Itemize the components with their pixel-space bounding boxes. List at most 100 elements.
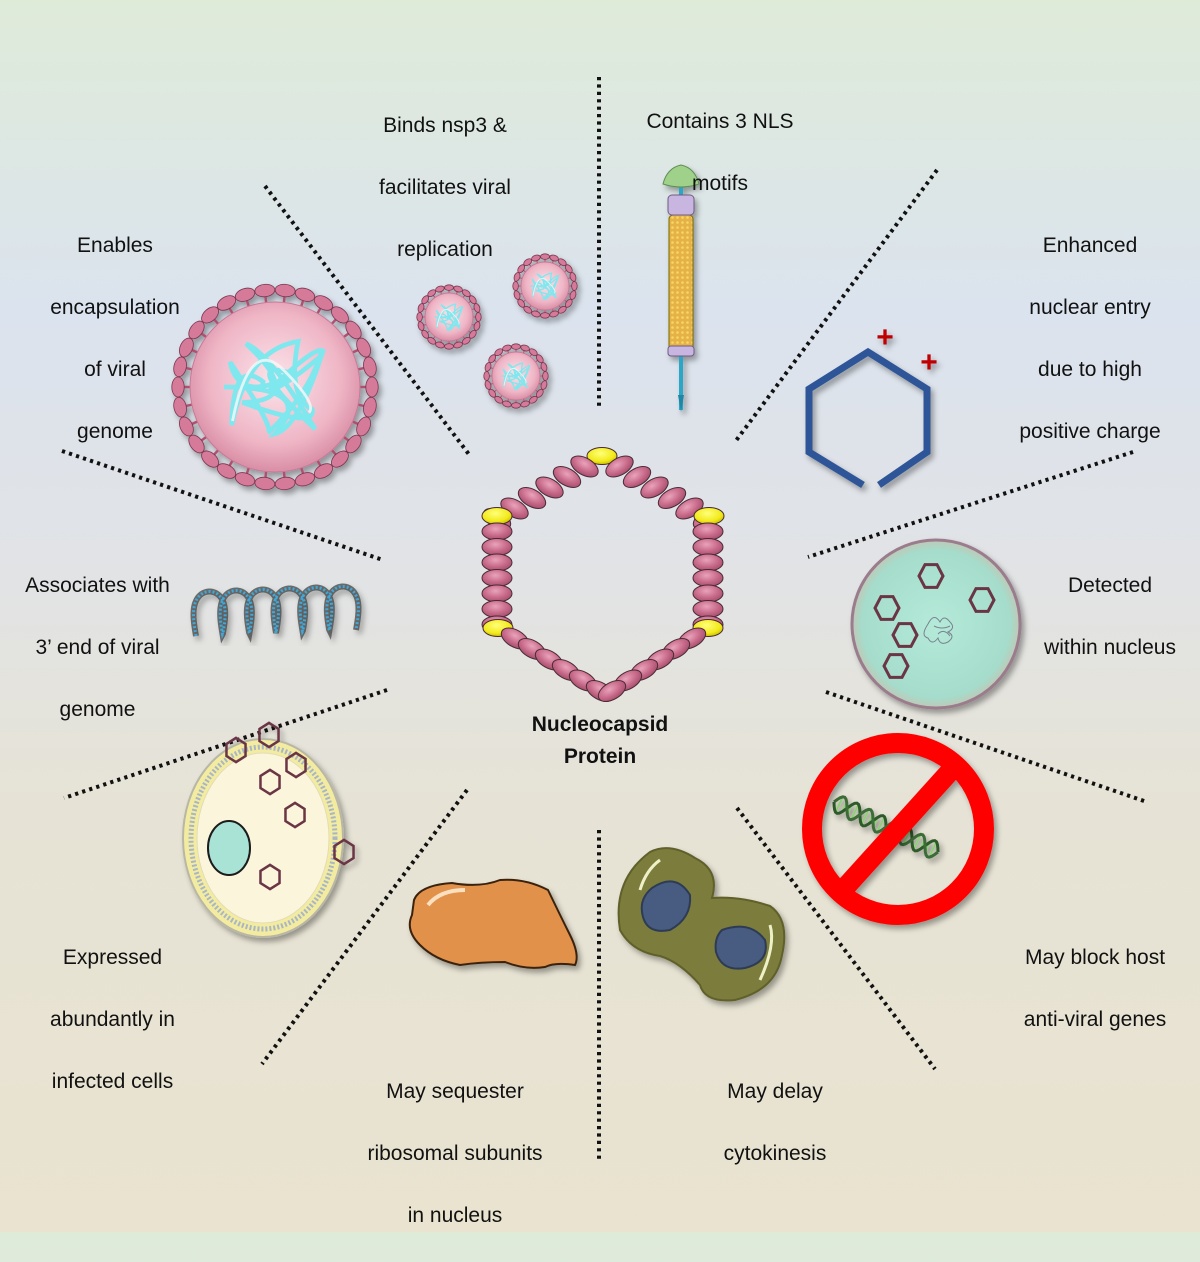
capsid-hexagon (285, 751, 307, 779)
label-line: Enables (77, 234, 153, 257)
nls-bead (693, 507, 725, 525)
protein-bead (692, 538, 724, 556)
protein-bead (481, 553, 513, 572)
charged-hexagon-icon: + + (805, 321, 938, 488)
label-ribosomal: May sequester ribosomal subunits in nucl… (345, 1045, 565, 1262)
capsid-hexagon (968, 587, 996, 613)
label-line: Detected (1067, 574, 1153, 597)
label-line: Associates with (25, 574, 170, 597)
label-cytokinesis: May delay cytokinesis (690, 1045, 860, 1200)
virion-icon (171, 283, 379, 491)
small-virion (416, 284, 482, 350)
label-encapsulation: Enables encapsulation of viral genome (25, 199, 205, 478)
infected-cell-icon (182, 721, 355, 938)
plus-charge-icon: + (876, 321, 894, 354)
label-line: May block host (1024, 946, 1166, 969)
label-line: in nucleus (407, 1204, 503, 1227)
protein-bead (692, 569, 724, 587)
label-line: facilitates viral (379, 176, 511, 199)
protein-bead (570, 455, 599, 478)
capsid-hexagon (284, 801, 306, 829)
label-line: May delay (727, 1080, 823, 1103)
protein-bead (692, 553, 724, 572)
label-nuclear-entry: Enhanced nuclear entry due to high posit… (995, 199, 1185, 478)
label-line: Expressed (62, 946, 163, 969)
label-line: anti-viral genes (1023, 1008, 1167, 1031)
label-line: positive charge (1019, 420, 1161, 443)
nucleocapsid-protein-chain-icon (481, 447, 725, 703)
blocked-dna-icon (802, 733, 994, 925)
divider-line (260, 788, 469, 1066)
divider-line (263, 184, 473, 459)
label-line: ribosomal subunits (367, 1142, 543, 1165)
protein-bead (481, 569, 513, 587)
protein-bead (535, 476, 564, 499)
nls-bead (586, 447, 618, 465)
capsid-hexagon (873, 595, 901, 621)
protein-bead (552, 465, 582, 489)
capsid-hexagon (882, 653, 910, 679)
divider-line (733, 168, 939, 444)
protein-bead (640, 476, 669, 499)
label-line: 3’ end of viral (35, 636, 160, 659)
label-line: genome (59, 698, 136, 721)
protein-bead (622, 465, 652, 489)
capsid-hexagon (259, 768, 281, 796)
capsid-hexagon (225, 736, 247, 764)
label-line: Binds nsp3 & (383, 114, 507, 137)
label-line: of viral (84, 358, 146, 381)
label-three-prime: Associates with 3’ end of viral genome (5, 539, 190, 756)
protein-bead (657, 486, 687, 510)
divider-line (61, 449, 384, 562)
label-line: nuclear entry (1029, 296, 1151, 319)
protein-bead (481, 600, 513, 618)
nls-bead (481, 507, 513, 525)
label-block-genes: May block host anti-viral genes (1005, 911, 1185, 1066)
label-line: motifs (691, 172, 748, 195)
protein-bead (692, 600, 724, 618)
label-line: within nucleus (1044, 636, 1176, 659)
center-title: Nucleocapsid Protein (470, 709, 730, 773)
small-virion (483, 343, 549, 409)
label-line: abundantly in (50, 1008, 175, 1031)
capsid-hexagon (259, 863, 281, 891)
label-line: May sequester (386, 1080, 524, 1103)
label-line: replication (397, 238, 493, 261)
protein-bead (692, 584, 724, 603)
protein-bead (481, 584, 513, 603)
protein-bead (481, 522, 513, 541)
label-line: cytokinesis (723, 1142, 827, 1165)
protein-bead (597, 679, 627, 703)
capsid-hexagon (917, 563, 945, 589)
capsid-hexagon (891, 622, 919, 648)
plus-charge-icon: + (920, 346, 938, 379)
label-line: due to high (1038, 358, 1142, 381)
dividing-cell-icon (617, 847, 786, 1002)
small-virion (512, 253, 578, 319)
label-binds-nsp3: Binds nsp3 & facilitates viral replicati… (340, 79, 550, 296)
virions-icon (416, 253, 578, 409)
nucleus-icon (850, 538, 1022, 710)
protein-bead (481, 538, 513, 556)
divider-line (825, 690, 1148, 804)
label-line: Enhanced (1042, 234, 1138, 257)
divider-line (735, 806, 937, 1071)
protein-bead (517, 486, 547, 510)
label-nls-motifs: Contains 3 NLS motifs (615, 75, 825, 230)
label-line: encapsulation (50, 296, 180, 319)
label-line: infected cells (51, 1070, 174, 1093)
label-detected-nucleus: Detected within nucleus (1020, 539, 1200, 694)
diagram-canvas: + + (61, 77, 1148, 1160)
label-expressed: Expressed abundantly in infected cells (20, 911, 205, 1128)
capsid-hexagon (258, 721, 280, 749)
center-title-line2: Protein (563, 745, 637, 768)
protein-bead (605, 455, 634, 478)
divider-line (807, 450, 1134, 559)
label-line: genome (77, 420, 153, 443)
nls-needle-icon (662, 164, 700, 412)
ribosome-icon (408, 878, 578, 969)
label-line: Contains 3 NLS (646, 110, 794, 133)
capsid-hexagon (333, 838, 355, 866)
protein-bead (692, 522, 724, 541)
center-title-line1: Nucleocapsid (531, 713, 669, 736)
